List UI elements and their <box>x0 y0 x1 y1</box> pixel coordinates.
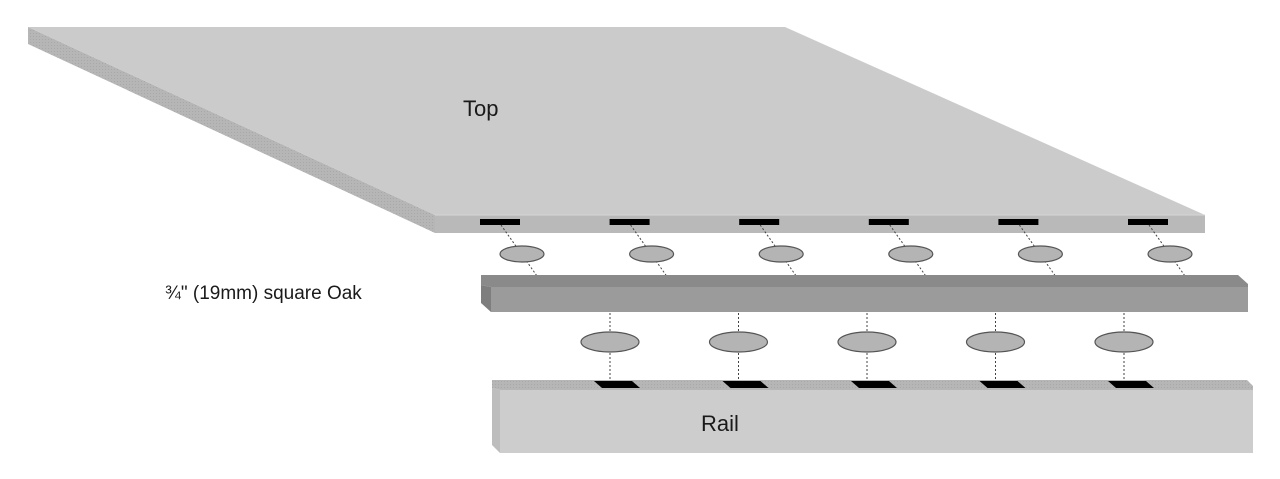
guide-line <box>1018 224 1056 277</box>
rail-slot <box>851 381 897 388</box>
top-slot <box>1128 219 1168 225</box>
top-slot <box>868 219 909 225</box>
top-slot <box>609 219 650 225</box>
rail-slot <box>722 381 769 388</box>
upper-biscuit <box>499 245 545 263</box>
upper-biscuit <box>1147 245 1193 263</box>
top-board-front-edge <box>435 215 1205 233</box>
upper-biscuits <box>499 224 1193 277</box>
top-slot <box>480 219 520 225</box>
upper-biscuit <box>888 245 934 263</box>
top-label: Top <box>463 96 498 121</box>
top-slot <box>998 219 1039 225</box>
rail-slot <box>1108 381 1154 388</box>
oak-strip-left-end <box>481 285 491 312</box>
top-slot <box>739 219 780 225</box>
guide-line <box>1148 224 1186 277</box>
rail-front-face <box>500 390 1253 453</box>
lower-biscuit <box>965 331 1026 353</box>
rail-left-end <box>492 388 500 453</box>
rail-slot <box>594 381 640 388</box>
top-board: Top <box>28 27 1205 233</box>
upper-biscuit <box>628 245 675 263</box>
rail-label: Rail <box>701 411 739 436</box>
upper-biscuit <box>758 245 804 263</box>
rail-slot <box>979 381 1026 388</box>
oak-strip-top-face <box>481 275 1248 287</box>
lower-biscuits <box>580 313 1154 381</box>
oak-strip-label: ¾" (19mm) square Oak <box>165 283 362 304</box>
lower-biscuit <box>837 331 897 353</box>
guide-line <box>759 224 797 277</box>
lower-biscuit <box>708 331 769 353</box>
oak-strip: ¾" (19mm) square Oak <box>165 275 1248 312</box>
oak-strip-front-face <box>491 287 1248 312</box>
top-board-face <box>28 27 1205 215</box>
lower-biscuit <box>1094 331 1154 353</box>
rail-slots <box>594 381 1154 388</box>
guide-line <box>889 224 927 277</box>
guide-line <box>630 224 668 277</box>
guide-line <box>500 224 538 277</box>
top-slots <box>480 219 1168 225</box>
lower-biscuit <box>580 331 640 353</box>
rail: Rail <box>492 380 1253 453</box>
top-board-side-edge <box>28 27 435 233</box>
upper-biscuit <box>1017 245 1064 263</box>
